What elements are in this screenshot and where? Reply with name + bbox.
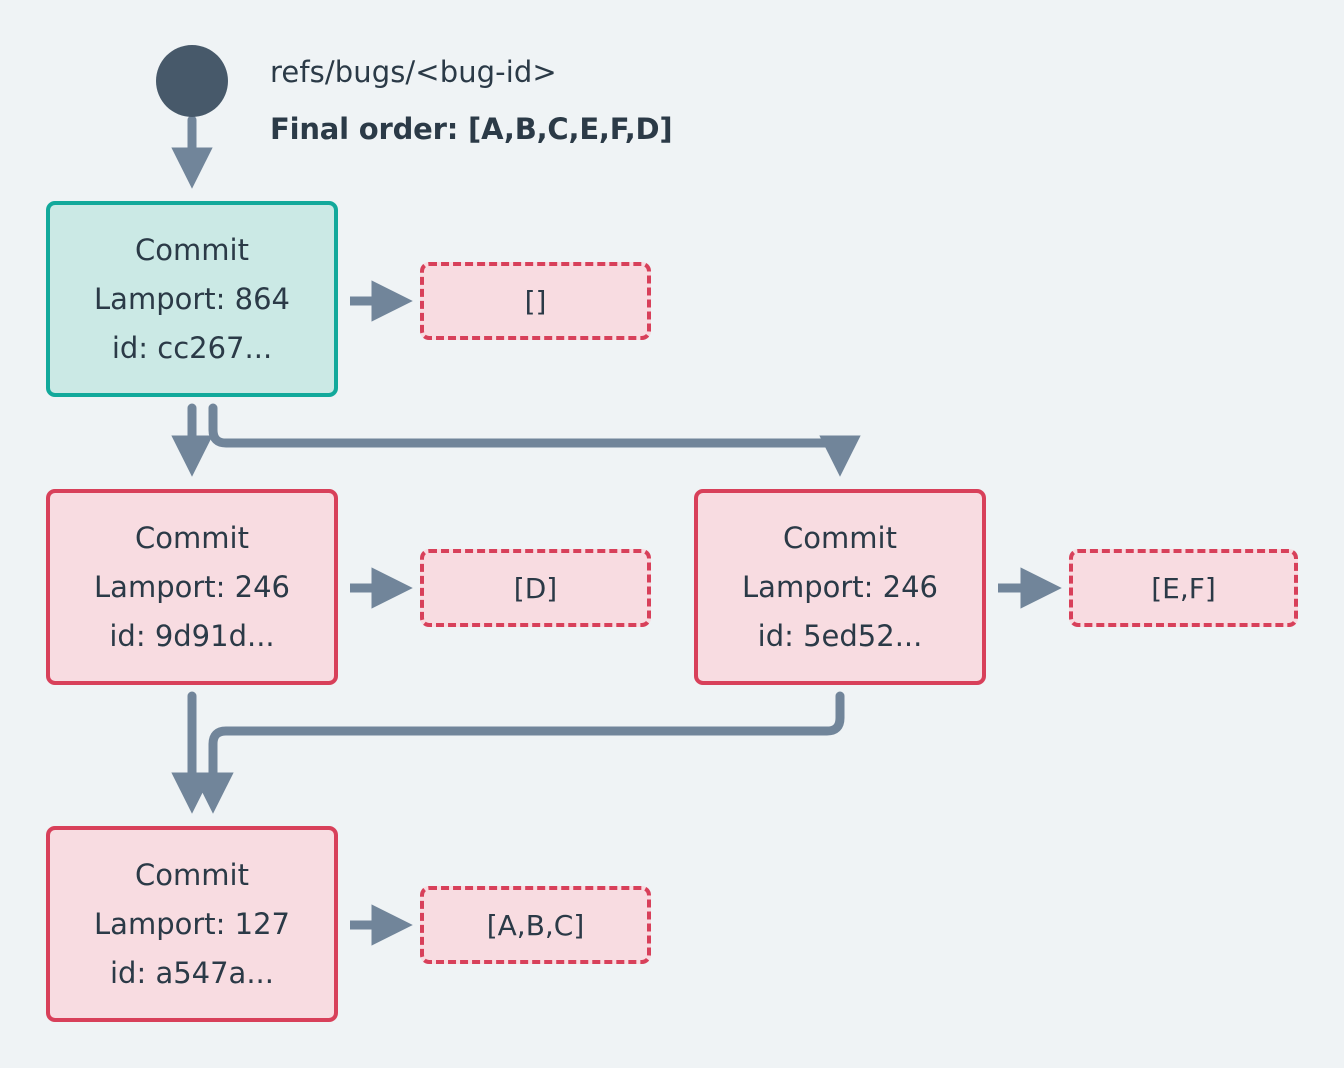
edge-5ed52-to-a547a <box>192 691 845 814</box>
commit-node-id: id: a547a... <box>109 955 274 990</box>
commit-node-title: Commit <box>135 857 249 892</box>
commit-node-title: Commit <box>135 520 249 555</box>
commit-node-id: id: 5ed52... <box>757 618 923 653</box>
commit-node-lamport: Lamport: 864 <box>94 281 290 316</box>
commit-node-9d91d[interactable]: Commit Lamport: 246 id: 9d91d... <box>46 489 338 685</box>
start-node-dot <box>156 45 228 117</box>
commit-node-title: Commit <box>783 520 897 555</box>
final-order-label: Final order: [A,B,C,E,F,D] <box>270 112 673 146</box>
commit-node-5ed52[interactable]: Commit Lamport: 246 id: 5ed52... <box>694 489 986 685</box>
operations-box-empty[interactable]: [] <box>420 262 651 340</box>
operations-box-d[interactable]: [D] <box>420 549 651 627</box>
commit-node-title: Commit <box>135 232 249 267</box>
operations-box-ef[interactable]: [E,F] <box>1069 549 1298 627</box>
ref-label: refs/bugs/<bug-id> <box>270 55 557 89</box>
commit-node-id: id: 9d91d... <box>109 618 275 653</box>
commit-node-lamport: Lamport: 246 <box>94 569 290 604</box>
operations-box-abc[interactable]: [A,B,C] <box>420 886 651 964</box>
commit-node-cc267[interactable]: Commit Lamport: 864 id: cc267... <box>46 201 338 397</box>
commit-node-a547a[interactable]: Commit Lamport: 127 id: a547a... <box>46 826 338 1022</box>
commit-node-lamport: Lamport: 127 <box>94 906 290 941</box>
commit-node-lamport: Lamport: 246 <box>742 569 938 604</box>
edge-cc267-to-5ed52 <box>208 403 861 477</box>
commit-node-id: id: cc267... <box>111 330 273 365</box>
